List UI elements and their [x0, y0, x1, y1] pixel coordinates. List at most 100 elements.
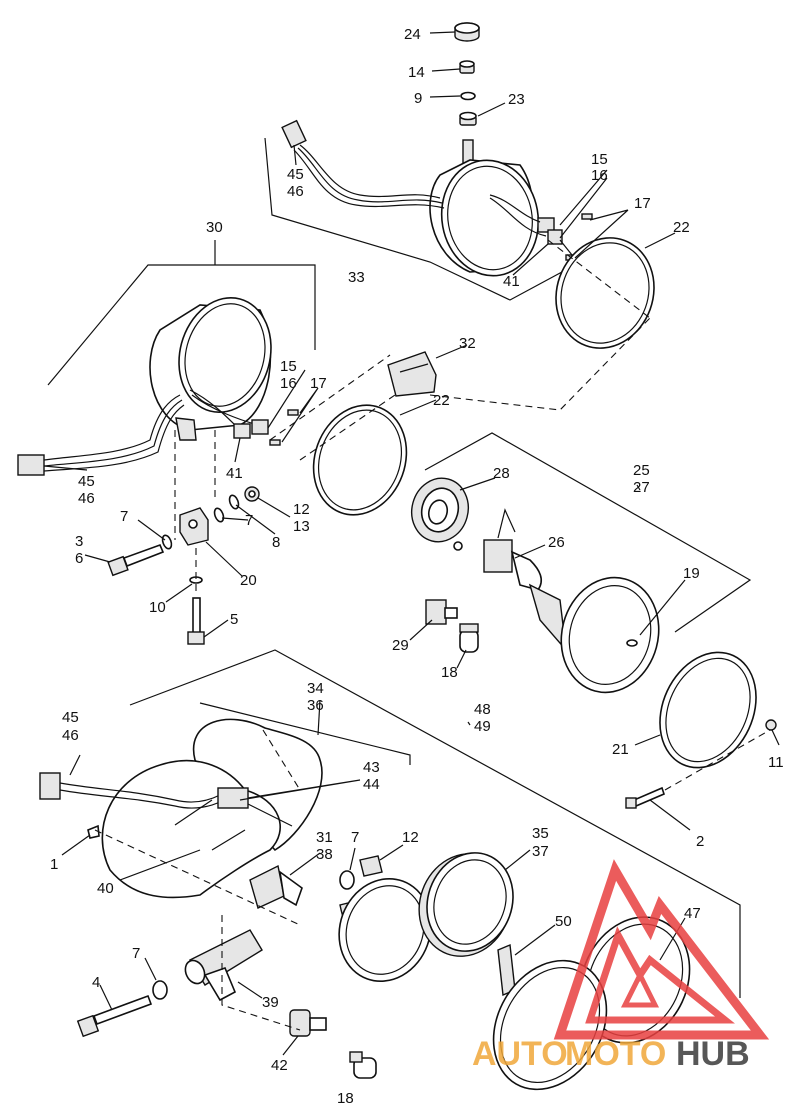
callout-46-bottom: 46 — [62, 727, 79, 744]
group-bracket-30 — [47, 264, 316, 386]
socket-29 — [425, 599, 458, 625]
callout-2: 2 — [696, 833, 704, 850]
callout-15-top: 15 — [591, 151, 608, 168]
callout-15-middle: 15 — [280, 358, 297, 375]
callout-20: 20 — [240, 572, 257, 589]
bolt-5 — [187, 597, 205, 645]
callout-16-top: 16 — [591, 167, 608, 184]
callout-22-middle: 22 — [433, 392, 450, 409]
bulb-socket-28 — [411, 477, 469, 543]
wire-harness-bottom — [39, 772, 249, 809]
washer-9 — [460, 91, 476, 101]
spacer-39 — [184, 929, 263, 1002]
callout-10: 10 — [149, 599, 166, 616]
callout-7-bracket-left: 7 — [120, 508, 128, 525]
callout-41-middle: 41 — [226, 465, 243, 482]
callout-30: 30 — [206, 219, 223, 236]
lamp-lens-left — [338, 877, 432, 983]
callout-14: 14 — [408, 64, 425, 81]
callout-25: 25 — [633, 462, 650, 479]
callout-47: 47 — [684, 905, 701, 922]
callout-17-middle: 17 — [310, 375, 327, 392]
group-bracket-34 — [199, 702, 411, 765]
callout-5: 5 — [230, 611, 238, 628]
callout-3: 3 — [75, 533, 83, 550]
callout-8: 8 — [272, 534, 280, 551]
screw-2 — [625, 786, 665, 809]
headlamp-housing-30 — [149, 296, 272, 441]
callout-4: 4 — [92, 974, 100, 991]
callout-19: 19 — [683, 565, 700, 582]
callout-43: 43 — [363, 759, 380, 776]
callout-36: 36 — [307, 697, 324, 714]
top-headlamp-assembly — [264, 22, 655, 349]
cap-nut-24 — [454, 22, 480, 42]
washer-7-lower — [152, 980, 168, 1000]
bottom-assembly — [39, 649, 777, 1091]
callout-7-lower: 7 — [132, 945, 140, 962]
wire-harness-top — [281, 119, 445, 209]
callout-23: 23 — [508, 91, 525, 108]
watermark-auto: AUTO — [472, 1035, 568, 1073]
nut-12-bottom — [359, 855, 383, 877]
watermark-hub: HUB — [676, 1035, 750, 1073]
callout-11: 11 — [768, 754, 784, 771]
bulb-26 — [453, 508, 542, 591]
callout-7-bottom: 7 — [351, 829, 359, 846]
callout-1: 1 — [50, 856, 58, 873]
nut-14 — [459, 60, 475, 74]
bulb-18-middle — [459, 623, 479, 653]
callout-21: 21 — [612, 741, 629, 758]
bolt-4 — [76, 994, 153, 1038]
headlamp-internals — [411, 432, 752, 694]
callout-16-middle: 16 — [280, 375, 297, 392]
callout-46-middle: 46 — [78, 490, 95, 507]
middle-headlamp-assembly — [17, 239, 651, 645]
callout-24: 24 — [404, 26, 421, 43]
callout-13: 13 — [293, 518, 310, 535]
callout-12-bottom: 12 — [402, 829, 419, 846]
mountain-logo-icon — [553, 859, 770, 1040]
leader-lines — [43, 31, 780, 1056]
callout-38: 38 — [316, 846, 333, 863]
connector-block-middle — [189, 389, 299, 446]
nut-11 — [765, 719, 777, 731]
callout-42: 42 — [271, 1057, 288, 1074]
callout-28: 28 — [493, 465, 510, 482]
callout-6: 6 — [75, 550, 83, 567]
callout-44: 44 — [363, 776, 380, 793]
callout-31: 31 — [316, 829, 333, 846]
watermark-logo: AUTO MOTO HUB — [472, 859, 770, 1073]
washer-7-left — [161, 534, 173, 550]
watermark-moto: MOTO — [565, 1035, 666, 1073]
callout-40: 40 — [97, 880, 114, 897]
washer-8 — [228, 494, 240, 510]
mount-block-20 — [179, 507, 209, 546]
housing-shell-34-36 — [192, 718, 323, 852]
washer-7-right — [213, 507, 225, 523]
washer-7-bottom — [339, 870, 355, 890]
callout-7-bracket-right: 7 — [245, 512, 253, 529]
screw-1 — [87, 824, 100, 839]
callout-50: 50 — [555, 913, 572, 930]
visor-32 — [387, 351, 437, 397]
callout-27: 27 — [633, 479, 650, 496]
callout-17-top: 17 — [634, 195, 651, 212]
callout-12-middle: 12 — [293, 501, 310, 518]
callout-34: 34 — [307, 680, 324, 697]
wire-harness-middle — [17, 394, 185, 476]
spacer-23 — [459, 111, 477, 126]
group-bracket-33 — [264, 137, 613, 301]
headlamp-lens-19 — [528, 576, 660, 694]
bulb-31-38 — [249, 864, 303, 909]
nut-12-13 — [244, 486, 260, 502]
lamp-lens-35-37 — [418, 852, 514, 957]
callout-41-top: 41 — [503, 273, 520, 290]
callout-39: 39 — [262, 994, 279, 1011]
trim-ring-21 — [659, 651, 757, 769]
callout-22-top: 22 — [673, 219, 690, 236]
callout-49: 49 — [474, 718, 491, 735]
callout-9: 9 — [414, 90, 422, 107]
headlamp-housing-33 — [429, 159, 540, 277]
